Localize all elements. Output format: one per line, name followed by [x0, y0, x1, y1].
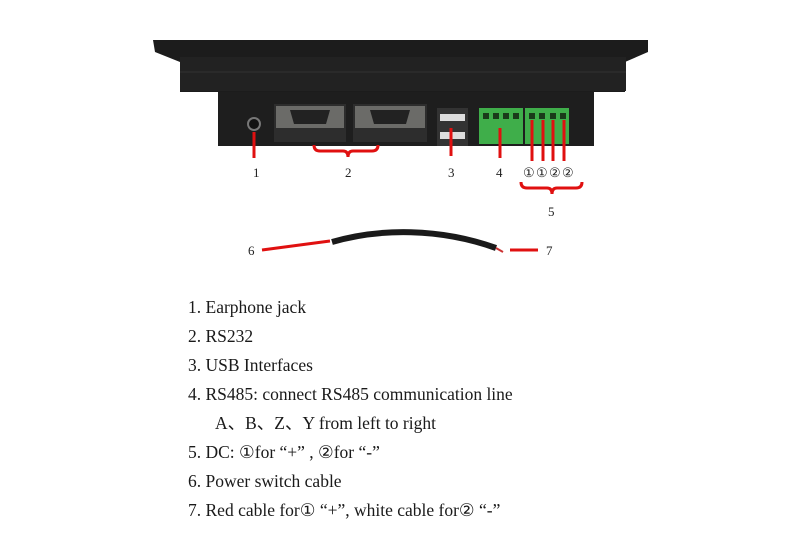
callout-6: 6 [248, 243, 255, 258]
callout-1: 1 [253, 165, 260, 180]
terminal-mark: ① [536, 165, 548, 180]
callout-7: 7 [546, 243, 553, 258]
legend-item: 2. RS232 [188, 326, 254, 346]
legend-item-detail: A、B、Z、Y from left to right [215, 413, 436, 433]
callout-5: 5 [548, 204, 555, 219]
legend-item: 6. Power switch cable [188, 471, 342, 491]
legend-item: 1. Earphone jack [188, 297, 307, 317]
legend-item: 5. DC: ①for “+” , ②for “-” [188, 442, 380, 462]
earphone-jack [247, 117, 261, 131]
legend-item: 4. RS485: connect RS485 communication li… [188, 384, 513, 404]
legend-item: 7. Red cable for① “+”, white cable for② … [188, 500, 501, 520]
terminal-mark: ② [562, 165, 574, 180]
power-switch-cable [331, 229, 498, 251]
rs232-port-2 [353, 104, 427, 142]
legend-item: 3. USB Interfaces [188, 355, 313, 375]
device-rear-panel [180, 57, 626, 91]
rs232-port-1 [274, 104, 346, 142]
legend-list: 1. Earphone jack 2. RS232 3. USB Interfa… [188, 293, 513, 525]
terminal-mark: ① [523, 165, 535, 180]
terminal-mark: ② [549, 165, 561, 180]
callout-2: 2 [345, 165, 352, 180]
callout-4: 4 [496, 165, 503, 180]
callout-3: 3 [448, 165, 455, 180]
callout-lines [252, 120, 584, 252]
